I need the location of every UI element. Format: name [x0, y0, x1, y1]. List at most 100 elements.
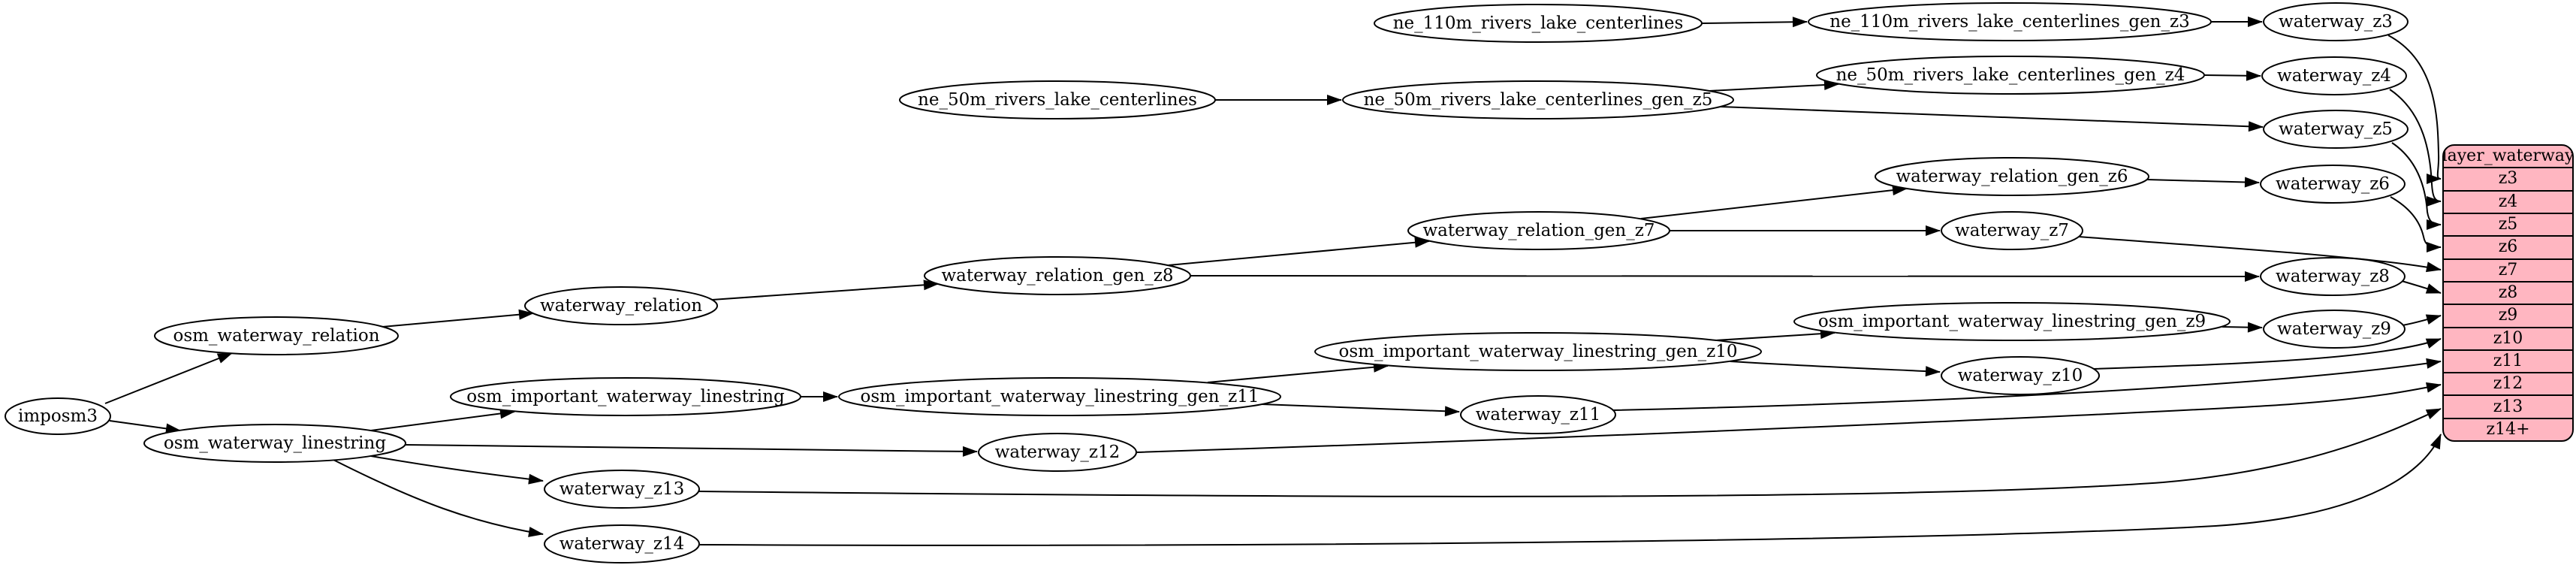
node-ellipse-osm_important_waterway_linestring_gen_z11	[838, 377, 1281, 416]
node-waterway_z14: waterway_z14	[544, 524, 700, 563]
node-label-osm_important_waterway_linestring_gen_z10: osm_important_waterway_linestring_gen_z1…	[1339, 342, 1738, 361]
node-ne_50m_rivers_lake_centerlines_gen_z5: ne_50m_rivers_lake_centerlines_gen_z5	[1342, 80, 1734, 119]
node-waterway_relation_gen_z6: waterway_relation_gen_z6	[1875, 157, 2149, 196]
node-label-osm_important_waterway_linestring: osm_important_waterway_linestring	[466, 387, 785, 406]
table-row-z12: z12	[2444, 372, 2572, 394]
edge-osm_important_waterway_linestring_gen_z9--waterway_z9	[2222, 322, 2263, 333]
node-ellipse-waterway_z8	[2260, 257, 2406, 296]
edge-osm_important_waterway_linestring_gen_z11--waterway_z11	[1261, 403, 1460, 417]
node-label-osm_waterway_linestring: osm_waterway_linestring	[164, 434, 386, 453]
node-label-waterway_z3: waterway_z3	[2279, 12, 2393, 32]
node-ellipse-waterway_z3	[2263, 2, 2409, 41]
node-label-waterway_relation_gen_z6: waterway_relation_gen_z6	[1896, 167, 2128, 186]
edge-waterway_relation--waterway_relation_gen_z8	[711, 279, 939, 301]
table-header: layer_waterway	[2442, 147, 2574, 166]
node-ne_50m_rivers_lake_centerlines_gen_z4: ne_50m_rivers_lake_centerlines_gen_z4	[1816, 56, 2205, 95]
node-label-waterway_z12: waterway_z12	[995, 443, 1121, 462]
node-ellipse-osm_waterway_relation	[154, 316, 399, 355]
node-ellipse-waterway_relation_gen_z6	[1875, 157, 2149, 196]
node-ellipse-waterway_z14	[544, 524, 700, 563]
edge-waterway_z13--layer_waterway:z13	[698, 408, 2442, 497]
node-waterway_relation_gen_z7: waterway_relation_gen_z7	[1407, 211, 1670, 250]
table-row-z6: z6	[2444, 235, 2572, 258]
node-waterway_z10: waterway_z10	[1941, 356, 2100, 395]
node-label-waterway_z5: waterway_z5	[2279, 119, 2393, 139]
edge-waterway_relation_gen_z7--waterway_relation_gen_z6	[1640, 185, 1908, 219]
edge-osm_waterway_linestring--osm_important_waterway_linestring	[370, 408, 515, 431]
node-waterway_z3: waterway_z3	[2263, 2, 2409, 41]
node-ellipse-waterway_z13	[544, 470, 700, 509]
node-ellipse-waterway_z9	[2263, 310, 2406, 349]
node-waterway_relation_gen_z8: waterway_relation_gen_z8	[924, 256, 1191, 295]
node-ellipse-waterway_relation_gen_z8	[924, 256, 1191, 295]
node-waterway_z9: waterway_z9	[2263, 310, 2406, 349]
edge-waterway_z14--layer_waterway:z14+	[698, 434, 2442, 546]
table-row-z10: z10	[2444, 326, 2572, 349]
node-ellipse-osm_important_waterway_linestring_gen_z10	[1314, 332, 1762, 371]
node-label-ne_110m_rivers_lake_centerlines: ne_110m_rivers_lake_centerlines	[1393, 14, 1684, 33]
node-ellipse-waterway_z4	[2261, 56, 2407, 95]
node-label-waterway_z4: waterway_z4	[2277, 66, 2391, 86]
edge-ne_50m_rivers_lake_centerlines_gen_z4--waterway_z4	[2203, 70, 2261, 81]
edge-imposm3--osm_waterway_relation	[104, 352, 233, 404]
node-label-ne_110m_rivers_lake_centerlines_gen_z3: ne_110m_rivers_lake_centerlines_gen_z3	[1829, 12, 2190, 32]
node-osm_important_waterway_linestring: osm_important_waterway_linestring	[450, 377, 801, 416]
node-ne_50m_rivers_lake_centerlines: ne_50m_rivers_lake_centerlines	[899, 80, 1216, 119]
node-waterway_z7: waterway_z7	[1941, 211, 2083, 250]
node-ellipse-ne_50m_rivers_lake_centerlines_gen_z4	[1816, 56, 2205, 95]
node-osm_waterway_linestring: osm_waterway_linestring	[143, 424, 406, 463]
node-label-waterway_z10: waterway_z10	[1958, 366, 2083, 385]
edge-ne_50m_rivers_lake_centerlines_gen_z5--waterway_z5	[1720, 106, 2264, 132]
node-label-osm_important_waterway_linestring_gen_z11: osm_important_waterway_linestring_gen_z1…	[861, 387, 1259, 406]
table-row-z14+: z14+	[2444, 417, 2572, 440]
node-label-osm_important_waterway_linestring_gen_z9: osm_important_waterway_linestring_gen_z9	[1818, 312, 2206, 331]
node-ellipse-imposm3	[5, 397, 111, 435]
node-ellipse-ne_50m_rivers_lake_centerlines_gen_z5	[1342, 80, 1734, 119]
edge-waterway_z3--layer_waterway:z3	[2387, 35, 2442, 184]
edge-osm_important_waterway_linestring_gen_z11--osm_important_waterway_linestring_gen_z10	[1207, 361, 1389, 383]
table-row-z11: z11	[2444, 349, 2572, 372]
node-ellipse-waterway_z7	[1941, 211, 2083, 250]
node-ellipse-waterway_z11	[1460, 395, 1616, 434]
node-label-waterway_z11: waterway_z11	[1476, 405, 1601, 425]
node-ellipse-waterway_relation	[524, 286, 718, 325]
node-waterway_z13: waterway_z13	[544, 470, 700, 509]
node-ellipse-osm_important_waterway_linestring	[450, 377, 801, 416]
node-ellipse-waterway_z5	[2263, 110, 2409, 149]
edge-waterway_z7--layer_waterway:z7	[2078, 236, 2442, 273]
node-imposm3: imposm3	[5, 397, 111, 435]
edge-waterway_z9--layer_waterway:z9	[2402, 314, 2442, 326]
node-waterway_z6: waterway_z6	[2260, 165, 2406, 204]
node-waterway_z8: waterway_z8	[2260, 257, 2406, 296]
node-label-ne_50m_rivers_lake_centerlines: ne_50m_rivers_lake_centerlines	[918, 90, 1197, 110]
node-label-waterway_relation_gen_z8: waterway_relation_gen_z8	[942, 266, 1174, 286]
edge-waterway_z10--layer_waterway:z10	[2093, 338, 2442, 370]
edge-waterway_z5--layer_waterway:z5	[2391, 142, 2442, 230]
table-row-z7: z7	[2444, 258, 2572, 281]
node-ellipse-waterway_z10	[1941, 356, 2100, 395]
nodes-layer: imposm3osm_waterway_relationosm_waterway…	[5, 2, 2409, 563]
node-osm_important_waterway_linestring_gen_z11: osm_important_waterway_linestring_gen_z1…	[838, 377, 1281, 416]
node-label-imposm3: imposm3	[18, 406, 98, 426]
node-ellipse-waterway_z12	[978, 433, 1137, 472]
node-ellipse-osm_waterway_linestring	[143, 424, 406, 463]
node-label-waterway_z13: waterway_z13	[560, 479, 685, 499]
node-label-ne_50m_rivers_lake_centerlines_gen_z4: ne_50m_rivers_lake_centerlines_gen_z4	[1836, 65, 2185, 85]
edge-waterway_z12--layer_waterway:z12	[1136, 382, 2442, 453]
edge-osm_waterway_linestring--waterway_z12	[404, 444, 978, 457]
edge-imposm3--osm_waterway_linestring	[109, 420, 181, 434]
edge-waterway_relation_gen_z6--waterway_z6	[2146, 177, 2260, 188]
table-row-z4: z4	[2444, 189, 2572, 213]
node-ne_110m_rivers_lake_centerlines: ne_110m_rivers_lake_centerlines	[1374, 4, 1703, 43]
edge-osm_waterway_linestring--waterway_z14	[333, 459, 544, 537]
node-ellipse-waterway_z6	[2260, 165, 2406, 204]
node-ne_110m_rivers_lake_centerlines_gen_z3: ne_110m_rivers_lake_centerlines_gen_z3	[1808, 2, 2212, 41]
edge-waterway_z4--layer_waterway:z4	[2389, 89, 2442, 207]
node-waterway_z11: waterway_z11	[1460, 395, 1616, 434]
edge-waterway_z11--layer_waterway:z11	[1612, 358, 2442, 411]
node-label-waterway_z9: waterway_z9	[2277, 319, 2391, 339]
edge-osm_important_waterway_linestring_gen_z10--waterway_z10	[1730, 361, 1941, 377]
edge-ne_110m_rivers_lake_centerlines--ne_110m_rivers_lake_centerlines_gen_z3	[1701, 17, 1808, 28]
